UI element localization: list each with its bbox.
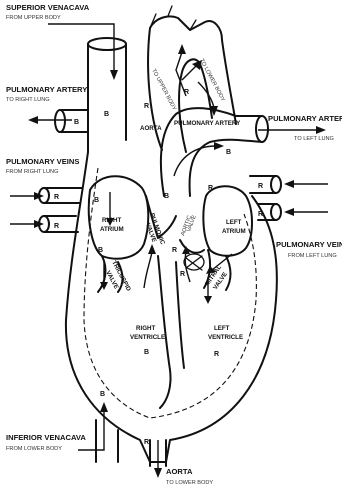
pulmonary-artery-right-sublabel: TO RIGHT LUNG	[6, 97, 50, 103]
svc-flow-arrow	[48, 24, 114, 72]
septum	[158, 256, 171, 408]
oxygenated-marker: R	[258, 211, 263, 218]
pulmonary-artery-mid-label: PULMONARY ARTERY	[174, 120, 241, 127]
upper-body-flow-arrowhead	[178, 44, 186, 54]
right-ventricle-flow-arrowhead	[148, 244, 156, 254]
pa-left-flow-arrowhead	[316, 126, 326, 134]
deoxygenated-marker: B	[100, 391, 105, 398]
deoxygenated-marker: B	[164, 193, 169, 200]
pulmonary-trunk-flow-arrowhead	[214, 142, 224, 150]
pa-right-flow-arrowhead	[28, 116, 38, 124]
inferior-venacava-sublabel: FROM LOWER BODY	[6, 446, 62, 452]
oxygenated-marker: R	[214, 351, 219, 358]
aorta-bottom-sublabel: TO LOWER BODY	[166, 480, 213, 486]
deoxygenated-marker: B	[226, 149, 231, 156]
oxygenated-marker: R	[144, 439, 149, 446]
pulmonary-veins-right-label: PULMONARY VEINS	[6, 157, 79, 166]
oxygenated-marker: R	[54, 194, 59, 201]
aorta-down-flow-arrowhead	[154, 468, 162, 478]
left-atrium-label-line2: ATRIUM	[222, 228, 246, 235]
deoxygenated-marker: B	[104, 111, 109, 118]
superior-vena-cava-vessel	[88, 38, 126, 152]
inferior-venacava-label: INFERIOR VENACAVA	[6, 433, 86, 442]
left-atrium-label-line1: LEFT	[226, 219, 242, 226]
pulmonary-veins-right-vessels	[39, 188, 82, 232]
deoxygenated-marker: B	[98, 247, 103, 254]
superior-venacava-sublabel: FROM UPPER BODY	[6, 15, 61, 21]
oxygenated-marker: R	[258, 183, 263, 190]
right-ventricle-flow-arrow	[144, 252, 152, 288]
svc-flow-arrowhead	[110, 70, 118, 80]
oxygenated-marker: R	[208, 185, 213, 192]
deoxygenated-marker: B	[74, 119, 79, 126]
left-ventricle-label-line1: LEFT	[214, 325, 230, 332]
ivc-flow-arrow	[78, 410, 104, 450]
right-ventricle-label-line1: RIGHT	[136, 325, 155, 332]
deoxygenated-marker: B	[94, 197, 99, 204]
right-atrium-label-line2: ATRIUM	[100, 226, 124, 233]
deoxygenated-marker: B	[144, 349, 149, 356]
pulmonary-veins-left-label: PULMONARY VEINS	[276, 240, 342, 249]
pulmonary-veins-right-sublabel: FROM RIGHT LUNG	[6, 169, 58, 175]
aorta-bottom-label: AORTA	[166, 467, 193, 476]
aortic-valve-shape	[180, 240, 204, 270]
right-atrium-label-line1: RIGHT	[102, 217, 121, 224]
mitral-flow-arrowhead	[204, 296, 212, 304]
oxygenated-marker: R	[172, 247, 177, 254]
pulmonary-artery-left-label: PULMONARY ARTERY	[268, 114, 342, 123]
pulmonary-artery-right-vessel	[55, 110, 88, 132]
to-lower-body-label: TO LOWER BODY	[198, 58, 226, 103]
to-upper-body-label: TO UPPER BODY	[150, 68, 177, 112]
pulmonary-artery-left-sublabel: TO LEFT LUNG	[294, 136, 334, 142]
oxygenated-marker: R	[144, 103, 149, 110]
ivc-flow-arrowhead	[100, 402, 108, 412]
oxygenated-marker: R	[180, 271, 185, 278]
right-ventricle-label-line2: VENTRICLE	[130, 334, 165, 341]
aorta-mid-label: AORTA	[140, 125, 162, 132]
pulmonary-trunk-flow-arrow	[174, 146, 216, 176]
oxygenated-marker: R	[184, 89, 189, 96]
superior-venacava-label: SUPERIOR VENACAVA	[6, 3, 90, 12]
pv-left-flow-arrowhead-2	[284, 208, 294, 216]
oxygenated-marker: R	[54, 223, 59, 230]
pulmonary-veins-left-sublabel: FROM LEFT LUNG	[288, 253, 337, 259]
left-ventricle-label-line2: VENTRICLE	[208, 334, 243, 341]
pulmonary-artery-right-label: PULMONARY ARTERY	[6, 85, 87, 94]
pv-left-flow-arrowhead-1	[284, 180, 294, 188]
